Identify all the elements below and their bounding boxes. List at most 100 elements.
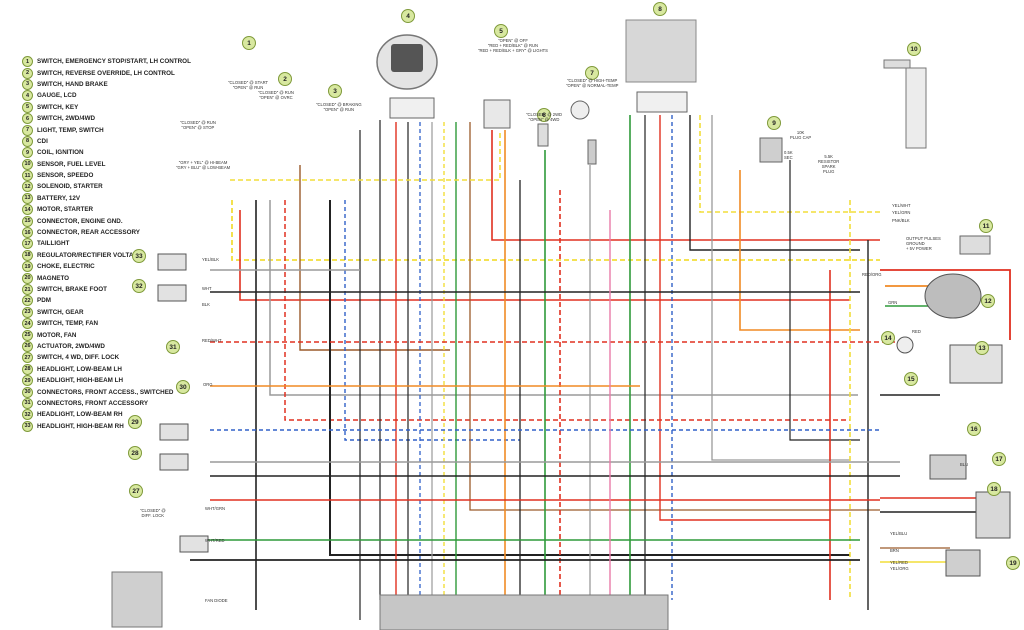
wire-label-yel-wht: YEL/WHT [892,203,911,208]
legend-number: 13 [22,192,33,204]
legend-label: SENSOR, SPEEDO [37,172,94,180]
legend-item: 28 HEADLIGHT, LOW-BEAM LH [22,363,212,375]
cdi-connector [636,91,688,113]
wire-label-grn: GRN [888,300,898,305]
headlight-connector [157,284,187,302]
legend-label: SWITCH, BRAKE FOOT [37,286,107,293]
legend-label: MOTOR, FAN [37,331,77,339]
legend-label: SENSOR, FUEL LEVEL [37,160,106,168]
legend-label: REGULATOR/RECTIFIER VOLTAGE [37,251,143,259]
legend-number: 6 [22,113,33,125]
headlight-connector [159,453,189,471]
legend-number: 8 [22,135,33,147]
legend-item: 29 HEADLIGHT, HIGH-BEAM LH [22,375,212,387]
legend-item: 21 SWITCH, BRAKE FOOT [22,284,212,295]
note-sec: 0.5K SEC [784,150,793,160]
wire-label-yel-blu: YEL/BLU [890,531,908,536]
fuel-level-sensor [905,67,927,149]
lcd-gauge-screen [391,44,423,72]
headlight-connector [157,253,187,271]
callout-18: 18 [987,482,1001,496]
wire [659,115,830,521]
callout-33: 33 [132,249,146,263]
legend-number: 32 [22,409,33,421]
magneto [111,571,163,628]
legend-label: SOLENOID, STARTER [37,183,103,191]
wire-label-wht: WHT [202,286,212,291]
callout-10: 10 [907,42,921,56]
legend-number: 2 [22,67,33,79]
legend-number: 22 [22,295,33,307]
callout-15: 15 [904,372,918,386]
legend-item: 18 REGULATOR/RECTIFIER VOLTAGE [22,249,212,261]
note-switch-3: "CLOSED" @ BRAKING "OPEN" @ RUN [316,102,362,112]
wires-layer [190,115,1011,620]
wire-label-wht-red: WHT/RED [205,538,225,543]
legend-number: 26 [22,340,33,352]
callout-17: 17 [992,452,1006,466]
legend-number: 29 [22,375,33,387]
legend-number: 7 [22,124,33,136]
legend-number: 23 [22,306,33,318]
note-diff-lock: "CLOSED" @ DIFF. LOCK [140,508,166,518]
legend-number: 11 [22,170,33,182]
wire [880,269,1011,340]
note-fan-diode: FAN DIODE [205,598,228,603]
wire [469,122,880,511]
callout-32: 32 [132,279,146,293]
legend-number: 4 [22,90,33,102]
legend-item: 16 CONNECTOR, REAR ACCESSORY [22,227,212,239]
callout-12: 12 [981,294,995,308]
legend-label: CONNECTORS, FRONT ACCESS., SWITCHED [37,388,174,396]
note-key-switch: "OPEN" @ OFF "RED + RED/BLK" @ RUN "RED … [478,38,548,53]
legend-number: 16 [22,227,33,239]
callout-5: 5 [494,24,508,38]
legend-item: 3 SWITCH, HAND BRAKE [22,78,212,90]
legend-label: SWITCH, HAND BRAKE [37,80,108,88]
note-beam: "GRY + YEL" @ HI-BEAM "GRY + BLU" @ LOW-… [176,160,231,170]
wire [789,160,860,441]
legend-label: HEADLIGHT, HIGH-BEAM RH [37,422,124,430]
note-plug-cap: 10K PLUG CAP [790,130,812,140]
legend-label: HEADLIGHT, HIGH-BEAM LH [37,377,124,385]
wire [739,170,860,331]
wire-label-red-org: RED/ORG [862,272,882,277]
legend-label: CONNECTOR, REAR ACCESSORY [37,229,140,237]
wire [239,210,850,301]
callout-7: 7 [585,66,599,80]
legend-number: 17 [22,238,33,250]
voltage-regulator [975,491,1011,539]
legend-number: 3 [22,78,33,90]
legend-number: 21 [22,284,33,295]
callout-9: 9 [767,116,781,130]
temp-light [570,100,590,120]
legend-number: 28 [22,363,33,375]
callout-31: 31 [166,340,180,354]
wire-label-yel-grn: YEL/GRN [892,210,911,215]
legend-label: MOTOR, STARTER [37,206,94,214]
callout-4: 4 [401,9,415,23]
legend-label: HEADLIGHT, LOW-BEAM LH [37,365,122,373]
wire-label-blu: BLU [960,462,969,467]
wire [711,115,850,461]
callout-3: 3 [328,84,342,98]
legend-number: 30 [22,386,33,398]
legend-number: 18 [22,249,33,261]
wire [284,200,850,421]
